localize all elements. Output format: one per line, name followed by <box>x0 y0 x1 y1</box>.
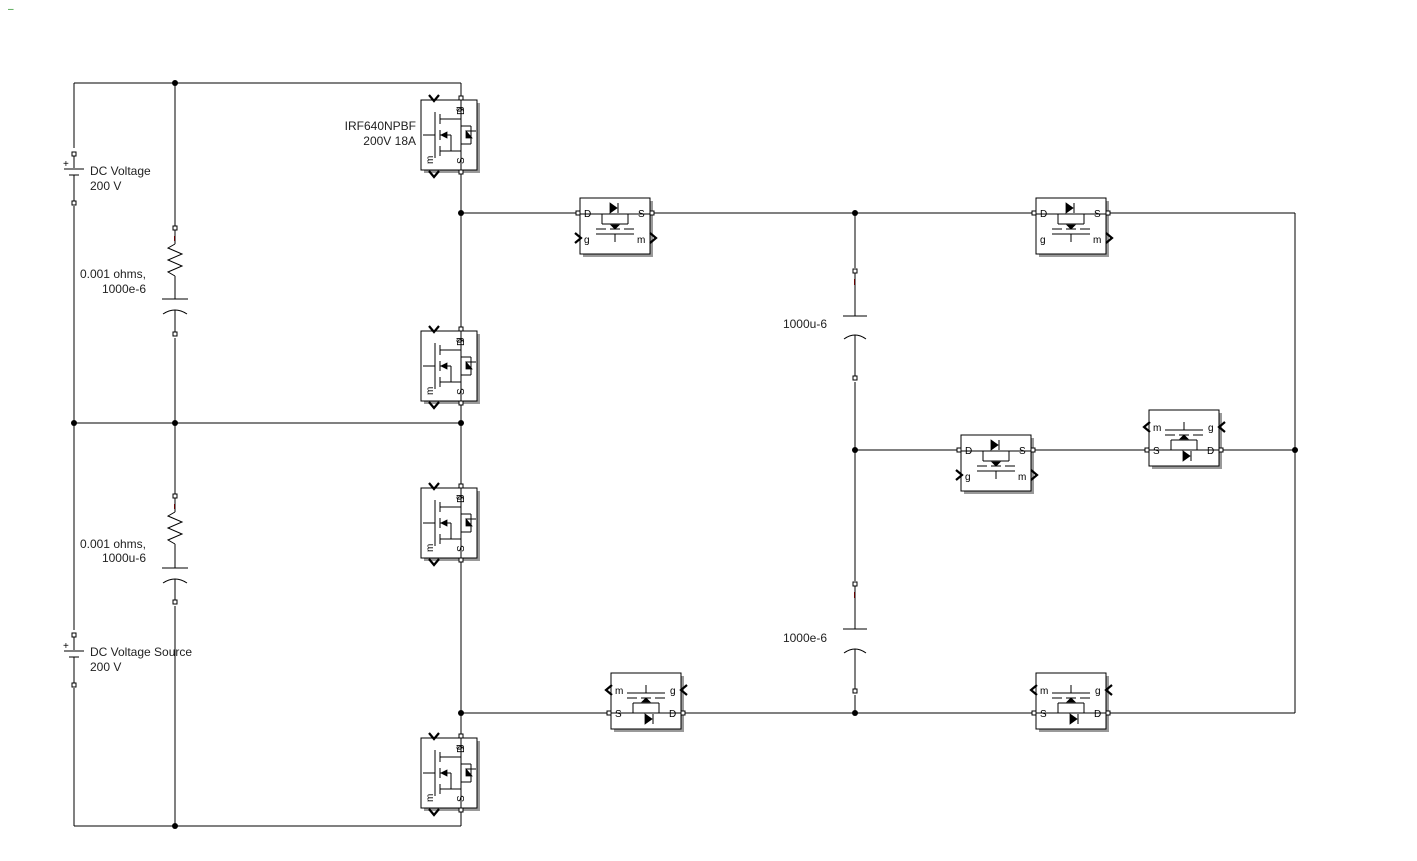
rc-top-capacitance-label: 1000e-6 <box>102 282 146 296</box>
port-s: S <box>615 709 622 720</box>
capacitor-bottom-label: 1000e-6 <box>783 631 827 645</box>
capacitor-top-label: 1000u-6 <box>783 317 827 331</box>
port-m: m <box>1040 686 1048 697</box>
dc-voltage-top-value: 200 V <box>90 179 121 193</box>
port-g: g <box>454 106 465 112</box>
port-d: D <box>965 446 972 457</box>
port-s: S <box>1040 709 1047 720</box>
mosfet-mid-a[interactable]: D S g m <box>955 434 1039 495</box>
rc-bottom-resistance-label: 0.001 ohms, <box>80 537 146 551</box>
dc-voltage-source-bottom[interactable]: + DC Voltage Source 200 V <box>62 630 192 688</box>
port-d: D <box>1040 209 1047 220</box>
dc-voltage-source-top[interactable]: + DC Voltage 200 V <box>62 148 151 206</box>
port-s: S <box>456 795 467 802</box>
port-m: m <box>1093 235 1101 246</box>
port-g: g <box>670 686 676 697</box>
port-d: D <box>456 339 467 346</box>
port-m: m <box>425 544 436 552</box>
dc-voltage-top-name: DC Voltage <box>90 164 151 178</box>
port-d: D <box>1094 709 1101 720</box>
mosfet-left-3[interactable]: m g D S <box>420 482 481 567</box>
svg-text:+: + <box>63 641 69 652</box>
port-m: m <box>1018 472 1026 483</box>
rc-bottom-capacitance-label: 1000u-6 <box>102 551 146 565</box>
port-s: S <box>456 157 467 164</box>
port-s: S <box>456 545 467 552</box>
mosfet-bottom-a[interactable]: m g S D <box>604 672 688 733</box>
port-m: m <box>615 686 623 697</box>
port-g: g <box>584 235 590 246</box>
mosfet-rating-label: 200V 18A <box>363 134 416 148</box>
port-s: S <box>1153 446 1160 457</box>
port-g: g <box>965 472 971 483</box>
port-g: g <box>454 744 465 750</box>
port-m: m <box>1153 423 1161 434</box>
mosfet-top-a[interactable]: D S g m <box>574 197 658 258</box>
rc-top-resistance-label: 0.001 ohms, <box>80 267 146 281</box>
junctions <box>71 80 1298 829</box>
capacitor-bottom[interactable]: 1000e-6 <box>783 581 870 695</box>
dc-voltage-bottom-value: 200 V <box>90 660 121 674</box>
mosfet-bottom-b[interactable]: m g S D <box>1029 672 1113 733</box>
port-s: S <box>638 209 645 220</box>
port-g: g <box>1095 686 1101 697</box>
mosfet-mid-b[interactable]: m g S D <box>1142 409 1226 470</box>
port-g: g <box>1040 235 1046 246</box>
port-d: D <box>456 746 467 753</box>
series-rc-bottom[interactable]: 0.001 ohms, 1000u-6 <box>80 493 190 606</box>
mosfet-left-4[interactable]: m g D S <box>420 732 481 817</box>
port-d: D <box>584 209 591 220</box>
canvas-marker: – <box>8 4 14 15</box>
port-m: m <box>425 794 436 802</box>
port-g: g <box>454 494 465 500</box>
port-m: m <box>425 387 436 395</box>
port-m: m <box>637 235 645 246</box>
mosfet-left-2[interactable]: m g D S <box>420 325 481 410</box>
port-d: D <box>456 108 467 115</box>
mosfet-top-b[interactable]: D S g m <box>1031 197 1114 258</box>
dc-voltage-bottom-name: DC Voltage Source <box>90 645 192 659</box>
mosfet-left-1[interactable]: m g D S <box>420 94 481 179</box>
port-s: S <box>456 388 467 395</box>
port-d: D <box>669 709 676 720</box>
capacitor-top[interactable]: 1000u-6 <box>783 268 870 382</box>
series-rc-top[interactable]: 0.001 ohms, 1000e-6 <box>80 225 190 338</box>
port-d: D <box>1207 446 1214 457</box>
port-g: g <box>454 337 465 343</box>
port-s: S <box>1019 446 1026 457</box>
port-s: S <box>1094 209 1101 220</box>
svg-text:+: + <box>63 159 69 170</box>
mosfet-model-label: IRF640NPBF <box>345 119 416 133</box>
port-d: D <box>456 496 467 503</box>
port-m: m <box>425 156 436 164</box>
port-g: g <box>1208 423 1214 434</box>
